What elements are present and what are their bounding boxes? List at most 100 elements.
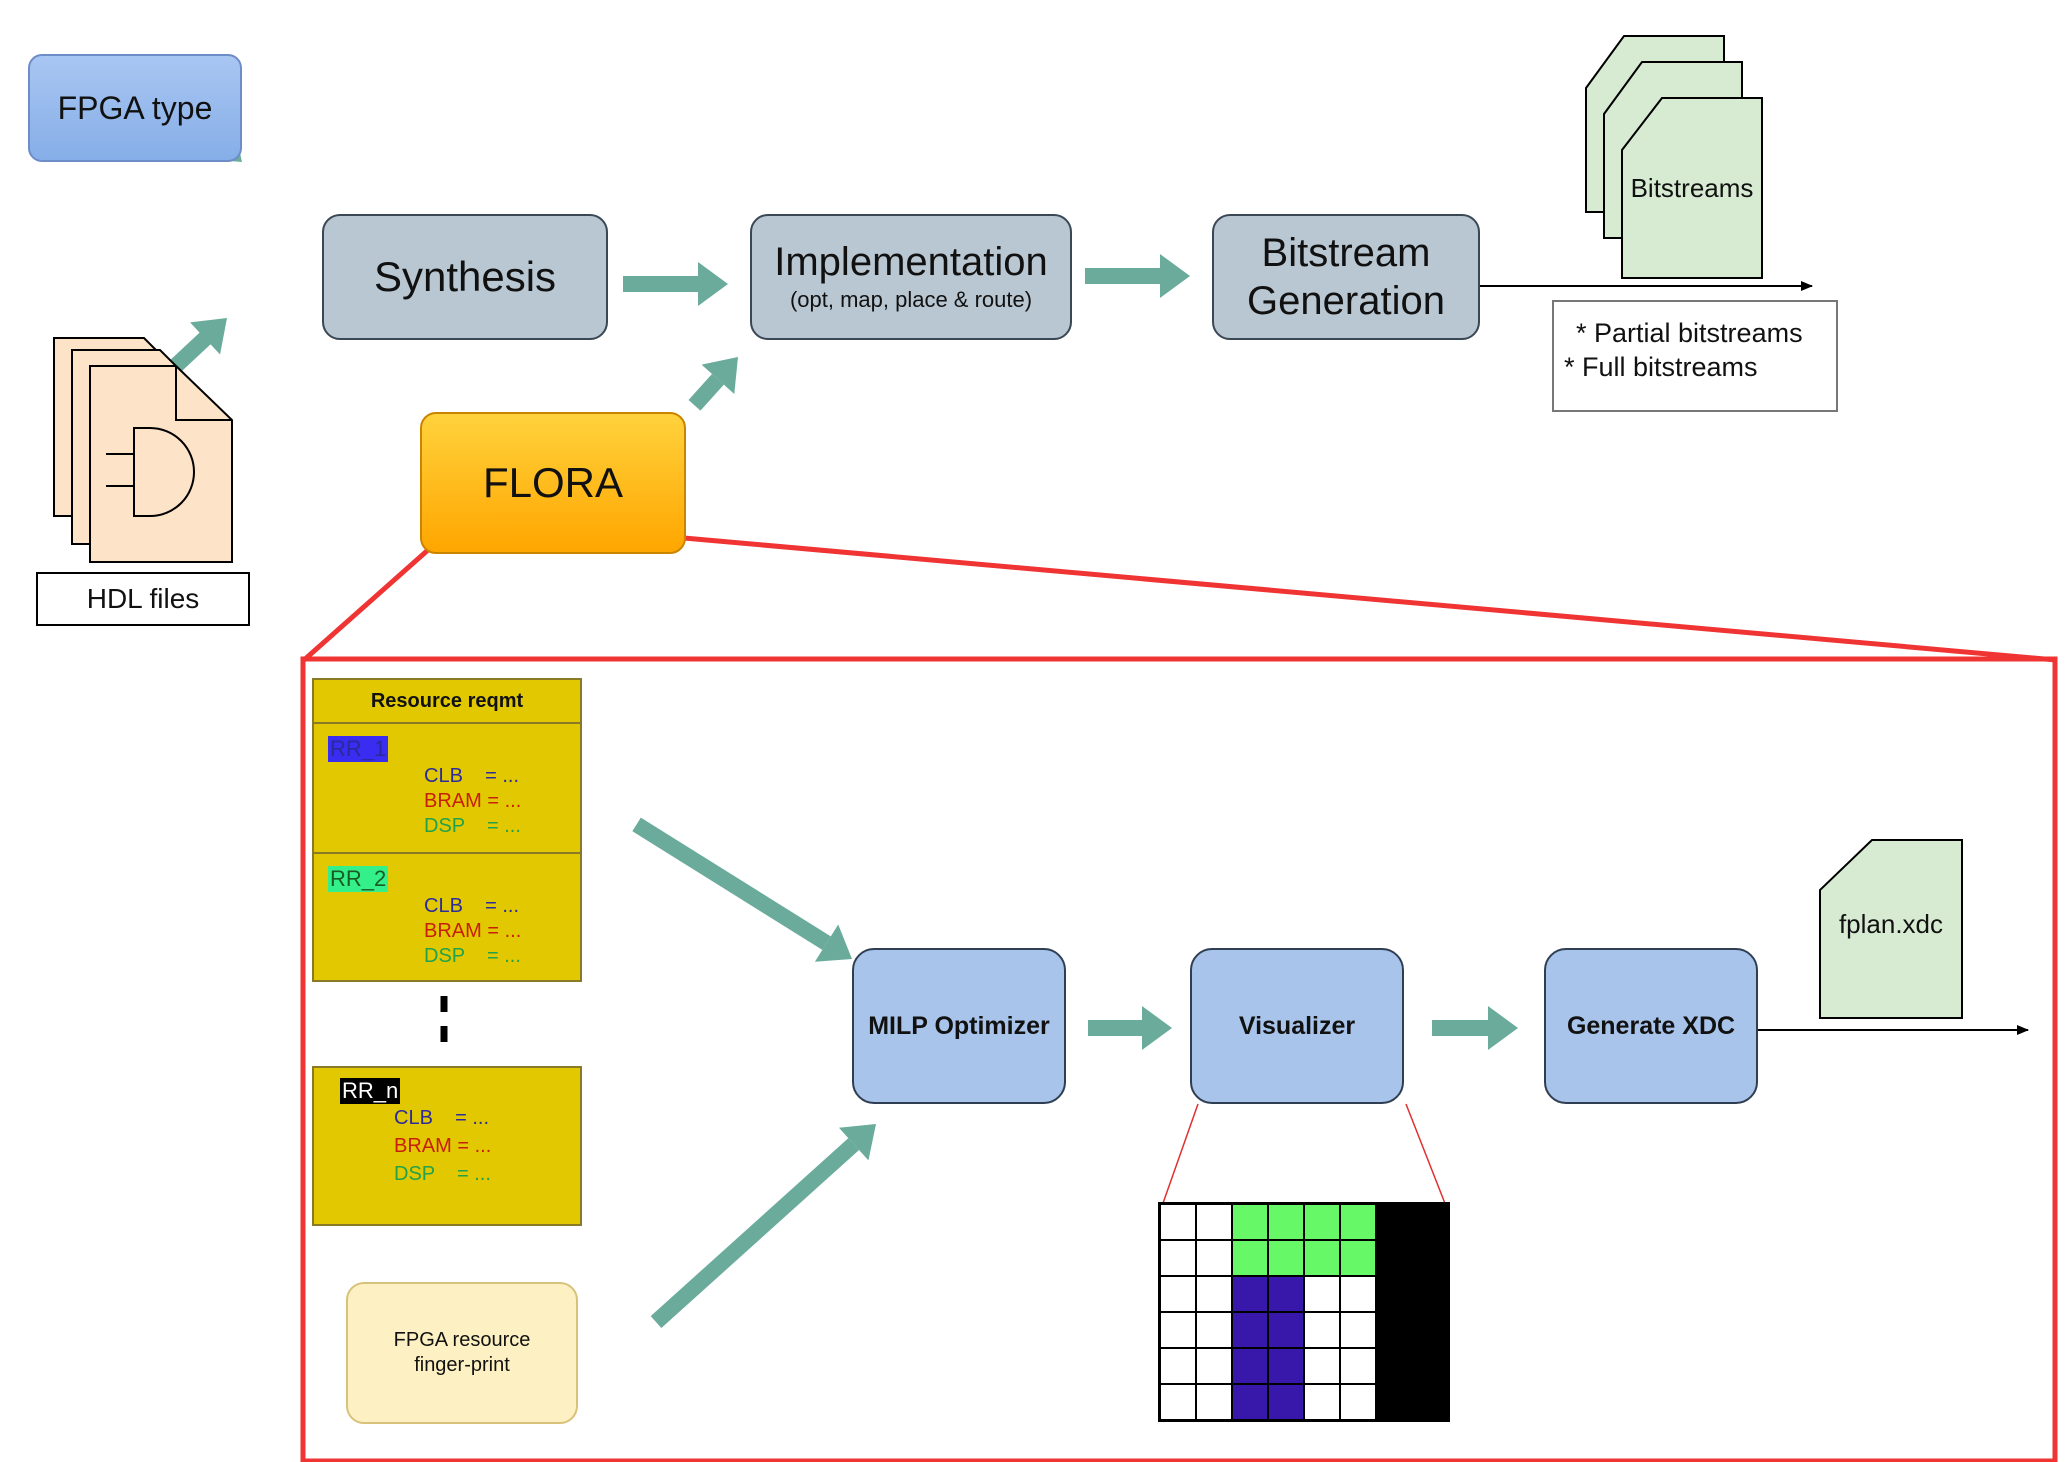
synthesis-label: Synthesis <box>373 253 557 300</box>
hdl-files-label: HDL files <box>86 583 200 614</box>
xdc-file-label: fplan.xdc <box>1838 908 1944 939</box>
resource-panel-title: Resource reqmt <box>370 689 524 712</box>
empty-cell <box>1196 1348 1232 1384</box>
xdc-file-label-area: fplan.xdc <box>1820 904 1962 944</box>
empty-cell <box>1160 1384 1196 1420</box>
empty-cell <box>1196 1384 1232 1420</box>
bitstreams-label: Bitstreams <box>1630 172 1754 203</box>
arrow-synthesis-to-implementation <box>623 262 728 306</box>
green-region-cell <box>1268 1204 1304 1240</box>
hdl-files-label-box: HDL files <box>36 572 250 626</box>
fpga-type-box: FPGA type <box>28 54 242 162</box>
arrow-flora-to-implementation <box>688 357 738 411</box>
black-region-cell <box>1376 1240 1412 1276</box>
output-partial: * Partial bitstreams <box>1576 318 1803 348</box>
black-region-cell <box>1412 1348 1448 1384</box>
black-region-cell <box>1376 1276 1412 1312</box>
rrn-dsp: DSP = ... <box>394 1163 491 1185</box>
empty-cell <box>1160 1348 1196 1384</box>
purple-region-cell <box>1232 1312 1268 1348</box>
empty-cell <box>1196 1204 1232 1240</box>
black-region-cell <box>1412 1312 1448 1348</box>
empty-cell <box>1160 1240 1196 1276</box>
rr1-dsp: DSP = ... <box>424 815 521 837</box>
empty-cell <box>1304 1348 1340 1384</box>
milp-optimizer-label: MILP Optimizer <box>868 1011 1050 1040</box>
black-region-cell <box>1376 1204 1412 1240</box>
generate-xdc-label: Generate XDC <box>1566 1011 1736 1040</box>
output-full: * Full bitstreams <box>1564 352 1758 382</box>
empty-cell <box>1160 1312 1196 1348</box>
rrn-bram: BRAM = ... <box>394 1135 492 1157</box>
rr2-bram: BRAM = ... <box>424 920 522 942</box>
empty-cell <box>1304 1276 1340 1312</box>
fingerprint-line1: FPGA resource <box>393 1329 531 1351</box>
floorplan-visualization-grid <box>1158 1202 1450 1422</box>
bitstreams-label-area: Bitstreams <box>1622 166 1762 210</box>
rrn-clb: CLB = ... <box>394 1107 490 1129</box>
black-region-cell <box>1412 1384 1448 1420</box>
resource-panel-header: Resource reqmt <box>314 680 580 724</box>
black-region-cell <box>1376 1348 1412 1384</box>
purple-region-cell <box>1232 1276 1268 1312</box>
flora-detail-frame <box>300 656 2058 1462</box>
implementation-subtitle: (opt, map, place & route) <box>789 287 1033 312</box>
green-region-cell <box>1304 1240 1340 1276</box>
region-rrn-panel: RR_n CLB = ... BRAM = ... DSP = ... <box>312 1066 582 1226</box>
flow-arrows <box>146 112 1518 1329</box>
purple-region-cell <box>1232 1348 1268 1384</box>
fingerprint-line2: finger-print <box>414 1354 510 1376</box>
purple-region-cell <box>1268 1276 1304 1312</box>
synthesis-box: Synthesis <box>322 214 608 340</box>
visualizer-zoom-lines <box>1161 1103 1447 1207</box>
empty-cell <box>1304 1384 1340 1420</box>
bitstreams-icon <box>1585 35 1763 279</box>
fpga-type-label: FPGA type <box>57 89 213 126</box>
flora-label: FLORA <box>482 459 624 506</box>
empty-cell <box>1340 1276 1376 1312</box>
rr1-tag: RR_1 <box>328 736 389 762</box>
implementation-box: Implementation (opt, map, place & route) <box>750 214 1072 340</box>
rr1-bram: BRAM = ... <box>424 790 522 812</box>
green-region-cell <box>1268 1240 1304 1276</box>
visualizer-box: Visualizer <box>1190 948 1404 1104</box>
empty-cell <box>1196 1240 1232 1276</box>
arrow-implementation-to-bitstream <box>1085 254 1190 298</box>
empty-cell <box>1196 1312 1232 1348</box>
generate-xdc-box: Generate XDC <box>1544 948 1758 1104</box>
green-region-cell <box>1232 1204 1268 1240</box>
empty-cell <box>1340 1312 1376 1348</box>
fpga-fingerprint-box: FPGA resource finger-print <box>346 1282 578 1424</box>
rrn-tag: RR_n <box>340 1078 401 1104</box>
arrow-resource-to-milp <box>632 817 852 962</box>
milp-optimizer-box: MILP Optimizer <box>852 948 1066 1104</box>
visualizer-label: Visualizer <box>1238 1011 1356 1040</box>
black-region-cell <box>1376 1384 1412 1420</box>
purple-region-cell <box>1268 1348 1304 1384</box>
region-rr1: RR_1 CLB = ... BRAM = ... DSP = ... <box>314 724 580 854</box>
flora-box: FLORA <box>420 412 686 554</box>
implementation-title: Implementation <box>774 240 1048 284</box>
empty-cell <box>1196 1276 1232 1312</box>
empty-cell <box>1340 1348 1376 1384</box>
empty-cell <box>1160 1204 1196 1240</box>
black-region-cell <box>1412 1204 1448 1240</box>
empty-cell <box>1304 1312 1340 1348</box>
hdl-files-icon <box>53 337 233 563</box>
green-region-cell <box>1232 1240 1268 1276</box>
green-region-cell <box>1340 1204 1376 1240</box>
green-region-cell <box>1340 1240 1376 1276</box>
arrow-fingerprint-to-milp <box>650 1124 876 1329</box>
region-rr2: RR_2 CLB = ... BRAM = ... DSP = ... <box>314 856 580 982</box>
empty-cell <box>1340 1384 1376 1420</box>
rr2-tag: RR_2 <box>328 866 389 892</box>
black-region-cell <box>1412 1276 1448 1312</box>
resource-requirement-panel: Resource reqmt RR_1 CLB = ... BRAM = ...… <box>312 678 582 982</box>
empty-cell <box>1160 1276 1196 1312</box>
xdc-file-icon <box>1819 839 1963 1019</box>
flora-zoom-lines <box>302 535 2057 663</box>
bitstream-generation-line1: Bitstream <box>1261 231 1431 275</box>
bitstream-generation-line2: Generation <box>1247 279 1445 323</box>
black-region-cell <box>1412 1240 1448 1276</box>
